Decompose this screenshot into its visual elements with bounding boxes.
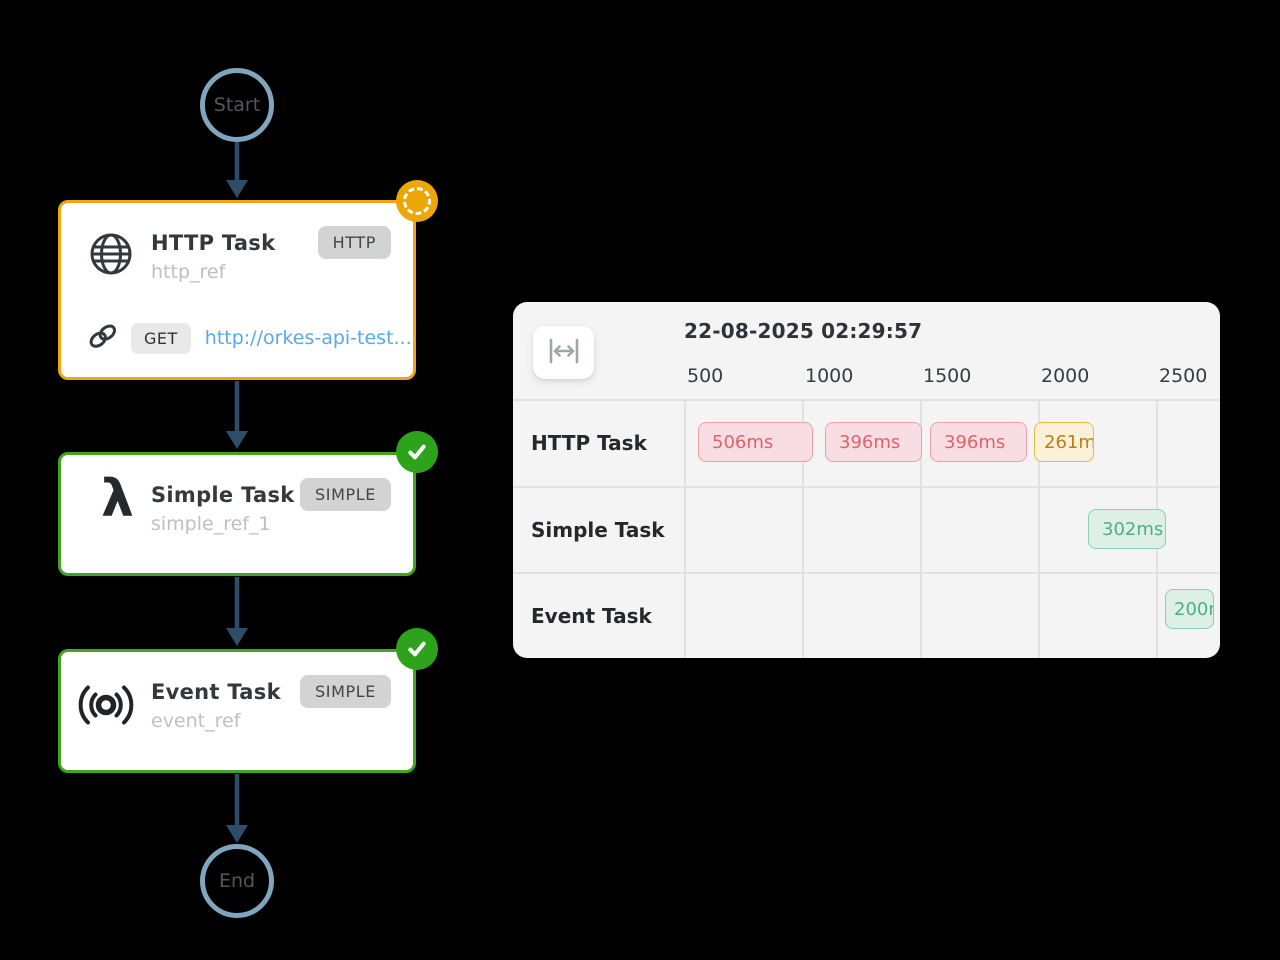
task-title: Simple Task bbox=[151, 483, 295, 507]
task-ref: event_ref bbox=[151, 710, 241, 732]
axis-tick: 500 bbox=[687, 365, 724, 387]
grid-line bbox=[684, 399, 686, 658]
timeline-row-label: Simple Task bbox=[531, 518, 665, 542]
fit-width-button[interactable] bbox=[533, 326, 594, 379]
task-ref: http_ref bbox=[151, 261, 226, 283]
grid-line bbox=[1038, 399, 1040, 658]
task-ref: simple_ref_1 bbox=[151, 513, 271, 535]
task-type-badge: HTTP bbox=[317, 226, 391, 259]
fit-width-icon bbox=[546, 337, 582, 368]
timeline-row-label: HTTP Task bbox=[531, 431, 647, 455]
end-node-label: End bbox=[218, 870, 256, 892]
duration-badge[interactable]: 200ms bbox=[1165, 589, 1214, 629]
request-url-link[interactable]: http://orkes-api-test... bbox=[204, 327, 412, 349]
grid-line bbox=[802, 399, 804, 658]
end-node: End bbox=[200, 844, 274, 918]
start-node: Start bbox=[200, 68, 274, 142]
task-card-simple[interactable]: λ Simple Task simple_ref_1 SIMPLE bbox=[58, 452, 416, 576]
grid-line bbox=[513, 486, 1220, 488]
axis-tick: 1000 bbox=[805, 365, 854, 387]
lambda-icon: λ bbox=[101, 469, 134, 529]
duration-badge[interactable]: 396ms bbox=[930, 422, 1027, 462]
duration-badge[interactable]: 506ms bbox=[698, 422, 813, 462]
timeline-timestamp: 22-08-2025 02:29:57 bbox=[684, 319, 923, 343]
grid-line bbox=[513, 399, 1220, 401]
http-method-badge: GET bbox=[131, 322, 191, 354]
task-card-event[interactable]: Event Task event_ref SIMPLE bbox=[58, 649, 416, 773]
grid-line bbox=[513, 572, 1220, 574]
duration-badge[interactable]: 261ms bbox=[1034, 422, 1094, 462]
link-icon bbox=[87, 321, 119, 355]
broadcast-icon bbox=[77, 679, 135, 735]
task-type-badge: SIMPLE bbox=[300, 675, 391, 708]
axis-tick: 2000 bbox=[1041, 365, 1090, 387]
task-title: HTTP Task bbox=[151, 231, 276, 255]
spinner-icon bbox=[396, 180, 438, 222]
check-icon bbox=[396, 431, 438, 473]
start-node-label: Start bbox=[213, 94, 261, 116]
http-request-row: GET http://orkes-api-test... bbox=[87, 321, 412, 355]
duration-badge[interactable]: 302ms bbox=[1088, 509, 1166, 549]
check-icon bbox=[396, 628, 438, 670]
globe-icon bbox=[89, 232, 133, 280]
task-card-http[interactable]: HTTP Task http_ref HTTP GET http://orkes… bbox=[58, 200, 416, 380]
task-type-badge: SIMPLE bbox=[300, 478, 391, 511]
axis-tick: 2500 bbox=[1159, 365, 1208, 387]
grid-line bbox=[920, 399, 922, 658]
timeline-panel: 22-08-2025 02:29:57 500 1000 1500 2000 2… bbox=[513, 302, 1220, 658]
timeline-row-label: Event Task bbox=[531, 604, 652, 628]
duration-badge[interactable]: 396ms bbox=[825, 422, 922, 462]
axis-tick: 1500 bbox=[923, 365, 972, 387]
task-title: Event Task bbox=[151, 680, 281, 704]
